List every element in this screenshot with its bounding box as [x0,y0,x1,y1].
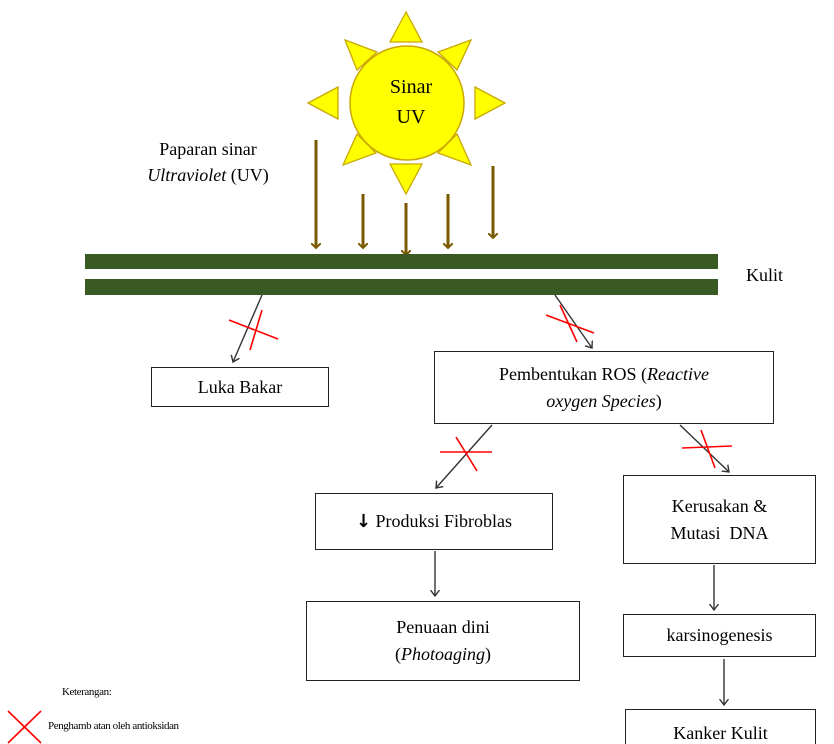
sun-icon [306,10,507,196]
node-aging-suffix: ) [485,644,491,664]
node-aging: Penuaan dini (Photoaging) [306,601,580,681]
node-carcinogenesis-label: karsinogenesis [666,625,773,645]
exposure-line2: Ultraviolet (UV) [128,162,288,188]
skin-label: Kulit [746,265,784,285]
sun-ray [388,163,424,196]
node-burn: Luka Bakar [151,367,329,407]
sun-ray [474,85,507,121]
legend-cross-icon [7,710,42,744]
legend-title: Keterangan: [62,686,112,698]
exposure-line1: Paparan sinar [159,139,257,159]
node-aging-prefix: ( [395,644,401,664]
exposure-label: Paparan sinar Ultraviolet (UV) [128,136,288,188]
node-ros-italic2: oxygen Species [546,390,656,411]
node-aging-line2: (Photoaging) [395,641,491,668]
sun-label-line1: Sinar [389,76,433,98]
sun-ray [343,38,379,72]
node-fibroblast-label: Produksi Fibroblas [371,511,513,531]
node-ros-prefix: Pembentukan ROS ( [499,363,648,384]
sun-disc [349,45,465,161]
node-ros-suffix: ) [655,390,662,411]
node-cancer-label: Kanker Kulit [673,722,768,743]
exposure-rest: (UV) [226,165,269,185]
arrow-skin-to-burn [233,294,263,362]
inhibition-cross-icon [440,436,492,472]
sun-ray [388,10,424,43]
node-dna-line2: Mutasi DNA [670,522,769,543]
down-arrow-icon: ↓ [355,511,372,532]
inhibition-crosses [7,304,733,744]
node-dna: Kerusakan & Mutasi DNA [623,475,816,564]
node-ros: Pembentukan ROS (Reactive oxygen Species… [434,351,774,424]
node-cancer: Kanker Kulit [625,709,816,744]
node-fibroblast: ↓ Produksi Fibroblas [315,493,553,550]
inhibition-cross-icon [681,429,733,469]
legend-cross-label: Penghamb atan oleh antioksidan [48,720,179,732]
node-dna-line1: Kerusakan & [671,495,768,516]
node-burn-label: Luka Bakar [197,376,283,397]
inhibition-cross-icon [545,304,595,343]
arrow-ros-to-dna [679,424,729,472]
sun-ray [306,85,339,121]
arrow-ros-to-fibro [436,424,493,488]
node-fibroblast-line: ↓ Produksi Fibroblas [356,508,512,535]
node-ros-line1: Pembentukan ROS (Reactive [499,361,709,388]
sun-ray [436,38,473,72]
skin-layer-bottom [85,279,718,295]
sun-label: Sinar UV [366,72,456,132]
node-ros-italic1: Reactive [647,363,709,384]
node-ros-line2: oxygen Species) [546,388,661,415]
flow-arrows [233,294,729,705]
sun-label-line2: UV [396,106,426,128]
node-aging-line1: Penuaan dini [396,617,490,637]
node-aging-italic: Photoaging [401,644,485,664]
skin-layer-top [85,254,718,269]
inhibition-cross-icon [228,309,279,351]
node-carcinogenesis: karsinogenesis [623,614,816,657]
uv-arrows [316,140,493,255]
exposure-italic: Ultraviolet [147,165,227,185]
arrow-skin-to-ros [554,294,592,348]
